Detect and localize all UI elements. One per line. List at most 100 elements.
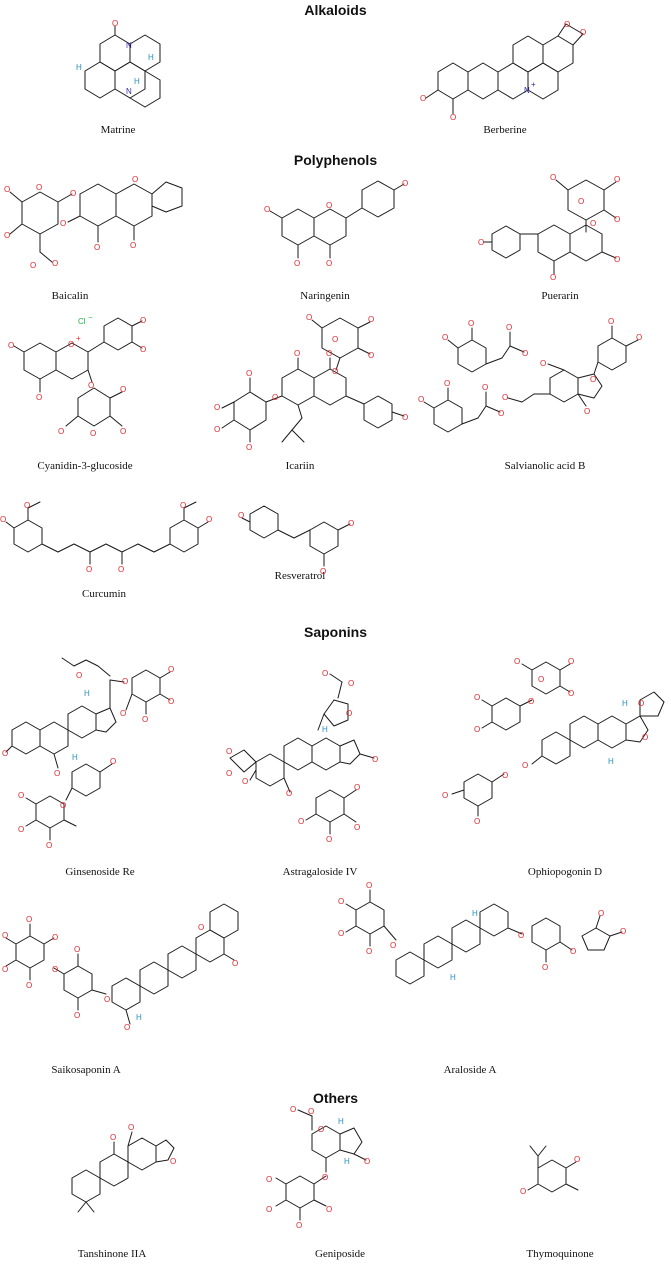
svg-text:O: O (540, 359, 546, 368)
svg-text:O: O (132, 175, 138, 184)
svg-text:O: O (294, 259, 300, 268)
svg-text:O: O (326, 259, 332, 268)
svg-text:O: O (614, 215, 620, 224)
svg-text:N: N (126, 87, 132, 96)
svg-text:O: O (498, 409, 504, 418)
svg-text:O: O (120, 709, 126, 718)
caption-cyanidin-3-glucoside: Cyanidin-3-glucoside (37, 460, 133, 472)
svg-text:O: O (580, 28, 586, 37)
svg-text:O: O (322, 1173, 328, 1182)
svg-text:O: O (364, 1157, 370, 1166)
svg-text:O: O (18, 825, 24, 834)
svg-text:O: O (104, 995, 110, 1004)
caption-ginsenoside-re: Ginsenoside Re (65, 866, 135, 878)
svg-text:O: O (474, 725, 480, 734)
svg-text:O: O (318, 1125, 324, 1134)
matrine-structure: O N N H H H (76, 19, 161, 108)
svg-text:O: O (60, 801, 66, 810)
svg-text:O: O (326, 835, 332, 844)
svg-text:O: O (242, 777, 248, 786)
svg-text:O: O (550, 273, 556, 282)
svg-text:O: O (550, 173, 556, 182)
svg-text:O: O (120, 385, 126, 394)
svg-text:O: O (636, 333, 642, 342)
svg-text:O: O (482, 383, 488, 392)
svg-text:O: O (564, 20, 570, 29)
svg-text:O: O (118, 565, 124, 574)
svg-text:O: O (614, 175, 620, 184)
svg-text:O: O (502, 393, 508, 402)
svg-text:O: O (518, 931, 524, 940)
svg-text:O: O (638, 699, 644, 708)
svg-text:H: H (338, 1117, 344, 1126)
svg-text:O: O (402, 179, 408, 188)
svg-text:O: O (8, 341, 14, 350)
svg-text:O: O (76, 671, 82, 680)
caption-araloside-a: Araloside A (443, 1064, 497, 1076)
svg-text:O: O (286, 789, 292, 798)
svg-text:O: O (52, 965, 58, 974)
svg-text:O: O (584, 407, 590, 416)
svg-text:−: − (88, 313, 93, 322)
svg-text:O: O (86, 565, 92, 574)
svg-text:+: + (76, 334, 81, 343)
caption-astragaloside-iv: Astragaloside IV (282, 866, 358, 878)
svg-text:O: O (354, 823, 360, 832)
svg-text:O: O (322, 669, 328, 678)
svg-text:O: O (226, 769, 232, 778)
svg-text:O: O (180, 501, 186, 510)
svg-text:H: H (148, 53, 154, 62)
resveratrol-structure: OOO (238, 505, 354, 576)
svg-text:O: O (450, 113, 456, 122)
svg-text:O: O (2, 749, 8, 758)
svg-text:H: H (472, 909, 478, 918)
svg-text:O: O (30, 261, 36, 270)
caption-resveratrol: Resveratrol (274, 570, 326, 582)
svg-text:O: O (366, 947, 372, 956)
svg-text:O: O (538, 675, 544, 684)
svg-text:H: H (72, 753, 78, 762)
svg-text:O: O (326, 201, 332, 210)
svg-text:O: O (70, 189, 76, 198)
svg-text:H: H (344, 1157, 350, 1166)
svg-text:O: O (246, 443, 252, 452)
svg-text:O: O (296, 1221, 302, 1230)
svg-text:O: O (198, 923, 204, 932)
svg-text:O: O (326, 1205, 332, 1214)
svg-text:O: O (444, 379, 450, 388)
svg-text:O: O (522, 349, 528, 358)
svg-text:O: O (18, 791, 24, 800)
svg-text:O: O (568, 689, 574, 698)
svg-text:O: O (140, 316, 146, 325)
section-title-saponins: Saponins (303, 624, 367, 640)
svg-text:O: O (598, 909, 604, 918)
svg-text:O: O (608, 317, 614, 326)
svg-text:H: H (134, 77, 140, 86)
svg-text:O: O (58, 427, 64, 436)
tanshinone-iia-structure: OOO (71, 1123, 176, 1213)
svg-text:O: O (36, 183, 42, 192)
svg-text:O: O (522, 761, 528, 770)
svg-text:O: O (168, 697, 174, 706)
svg-text:O: O (128, 1123, 134, 1132)
svg-text:O: O (528, 697, 534, 706)
svg-text:O: O (52, 259, 58, 268)
svg-text:O: O (332, 367, 338, 376)
svg-text:H: H (608, 757, 614, 766)
svg-text:O: O (238, 511, 244, 520)
svg-text:O: O (206, 515, 212, 524)
caption-baicalin: Baicalin (51, 290, 89, 302)
svg-text:O: O (478, 238, 484, 247)
svg-text:O: O (226, 747, 232, 756)
svg-text:O: O (368, 315, 374, 324)
svg-text:O: O (90, 429, 96, 438)
caption-icariin: Icariin (285, 460, 315, 472)
